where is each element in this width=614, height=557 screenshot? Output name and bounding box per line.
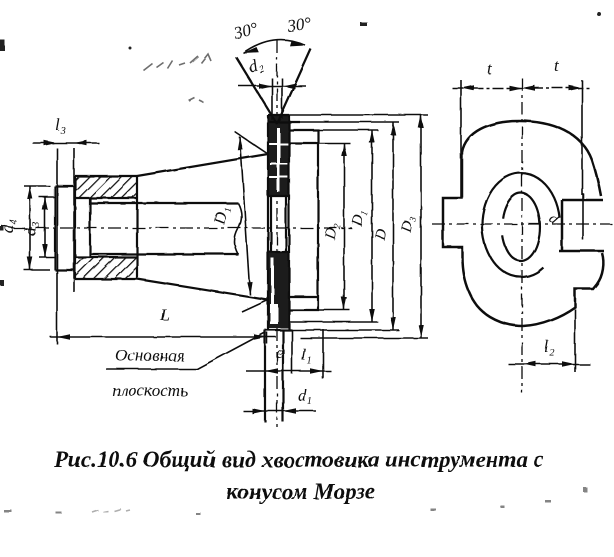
l3-label: l₃ (55, 115, 66, 134)
key-slot (559, 198, 604, 253)
l2-dim-lines (508, 309, 590, 372)
D1-label: D₁ (349, 209, 368, 229)
d3-dim-lines (39, 196, 56, 258)
d1-label: d₁ (298, 386, 312, 405)
D2-label: D₂ (322, 222, 341, 242)
cone-outline (136, 152, 269, 302)
shank-block (73, 174, 139, 281)
d4-dim-lines (24, 185, 50, 271)
inner-circle-large (480, 172, 561, 279)
tang-tip (53, 184, 75, 272)
L-label: L (159, 305, 169, 324)
ext-top (289, 114, 428, 144)
end-outline-top (460, 119, 603, 197)
scan-artifacts (0, 12, 601, 286)
caption-line-2: конусом Морзе (226, 479, 375, 504)
angle-left-label: 30° (231, 19, 260, 43)
base-plane-label-2: плоскость (112, 381, 188, 400)
t-ext-lines (460, 80, 583, 198)
l1-label: l₁ (301, 345, 312, 364)
hatch-bottom (75, 257, 137, 278)
d3-label: d₃ (21, 222, 40, 237)
end-outline-bottom-right (522, 252, 605, 328)
bore (88, 198, 238, 257)
caption-line-1: Рис.10.6 Общий вид хвостовика инструмент… (53, 447, 544, 472)
angle-right-label: 30° (285, 13, 312, 35)
e-label: e (276, 343, 284, 362)
l3-dim-lines (32, 142, 99, 292)
side-view: l₃ d₄ d₃ L D₁ Основная плоскость (0, 115, 352, 400)
bottom-noise (4, 487, 587, 515)
D1-cone-dim (234, 131, 269, 313)
d-label: d (546, 211, 562, 229)
D1-cone-label: D₁ (209, 204, 232, 227)
flange-collar (289, 128, 320, 312)
D-label: D (372, 227, 390, 242)
neck-lines (263, 330, 285, 422)
flange-bar-outline (265, 113, 300, 332)
hatch-top (75, 177, 137, 198)
flange: D₂ D₁ D D₃ 30° 30° d₂ e l₁ d₁ (231, 13, 428, 427)
D3-label: D₃ (398, 215, 417, 235)
ext-bottom (289, 309, 428, 339)
t-left-label: t (487, 59, 493, 78)
angle-arc (242, 38, 306, 54)
d4-label: d₄ (0, 219, 17, 234)
break-line (233, 202, 243, 255)
end-view: d t t l₂ (432, 56, 612, 393)
l2-label: l₂ (544, 337, 555, 356)
base-plane-label-1: Основная (116, 346, 185, 365)
L-dim-lines (50, 292, 276, 344)
end-outline-left (441, 151, 464, 257)
end-outline-bottom-left (460, 256, 524, 328)
d2-label: d₂ (246, 53, 266, 76)
base-plane-leader (106, 331, 267, 370)
inner-circle-small (501, 191, 542, 263)
t-right-label: t (554, 56, 560, 75)
